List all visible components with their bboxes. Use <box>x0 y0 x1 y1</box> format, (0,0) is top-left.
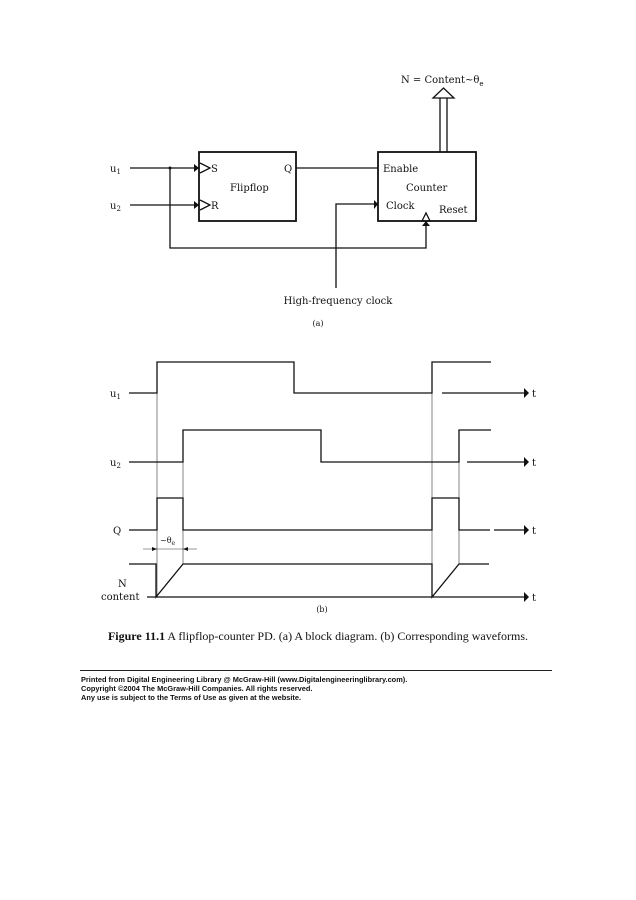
waveforms: u1 t u2 t Q t ~θe N content t (b) <box>101 361 536 614</box>
reset-triangle-icon <box>420 211 432 222</box>
signal-n-label: N <box>118 579 127 590</box>
arrowhead-icon <box>524 457 529 467</box>
figure-number: Figure 11.1 <box>107 629 166 643</box>
arrowhead-icon <box>524 592 529 602</box>
input-triangle-icon <box>199 162 212 211</box>
clock-wire <box>335 203 378 288</box>
input-wires <box>130 167 199 206</box>
input-u1-label: u1 <box>110 164 121 176</box>
arrowhead-icon <box>422 221 430 226</box>
arrowhead-icon <box>374 200 378 209</box>
counter-enable-label: Enable <box>383 164 418 175</box>
waveform-u1 <box>129 361 491 394</box>
axis-t-label: t <box>532 458 536 469</box>
caption-text: A flipflop-counter PD. (a) A block diagr… <box>165 629 529 643</box>
clock-label: High-frequency clock <box>284 296 394 307</box>
output-arrow-icon <box>431 87 456 152</box>
flipflop-block <box>198 151 297 222</box>
arrowhead-icon <box>194 164 199 209</box>
footer-line-terms: Any use is subject to the Terms of Use a… <box>81 693 302 702</box>
block-diagram: N = Content~θe Flipflop S R Q Enable Cou… <box>110 75 484 328</box>
arrowhead-icon <box>524 525 529 535</box>
flipflop-title: Flipflop <box>230 183 269 194</box>
axis-t-label: t <box>532 526 536 537</box>
figure-caption: Figure 11.1 A flipflop-counter PD. (a) A… <box>0 629 636 644</box>
footer-line-copyright: Copyright ©2004 The McGraw-Hill Companie… <box>81 684 313 693</box>
output-label: N = Content~θe <box>401 75 484 88</box>
counter-clock-label: Clock <box>386 201 415 212</box>
flipflop-reset-label: R <box>211 201 219 212</box>
waveform-u2 <box>129 429 491 463</box>
reference-lines <box>156 362 460 597</box>
axis-t-label: t <box>532 593 536 604</box>
reset-feedback-wire <box>169 168 427 249</box>
flipflop-q-label: Q <box>284 164 292 175</box>
flipflop-set-label: S <box>211 164 218 175</box>
counter-title: Counter <box>406 183 447 194</box>
waveform-n-content <box>129 563 489 599</box>
axis-t-label: t <box>532 389 536 400</box>
theta-label: ~θe <box>160 536 176 547</box>
signal-q-label: Q <box>113 526 121 537</box>
footer-divider <box>80 670 552 671</box>
footer-line-printed: Printed from Digital Engineering Library… <box>81 675 408 684</box>
sublabel-b: (b) <box>316 605 327 614</box>
signal-u1-label: u1 <box>110 389 121 401</box>
input-u2-label: u2 <box>110 201 121 213</box>
sublabel-a: (a) <box>312 319 323 328</box>
footer: Printed from Digital Engineering Library… <box>81 675 407 702</box>
signal-u2-label: u2 <box>110 458 121 470</box>
signal-content-label: content <box>101 592 139 603</box>
counter-reset-label: Reset <box>439 205 468 216</box>
arrowhead-icon <box>524 388 529 398</box>
waveform-q <box>129 497 490 531</box>
